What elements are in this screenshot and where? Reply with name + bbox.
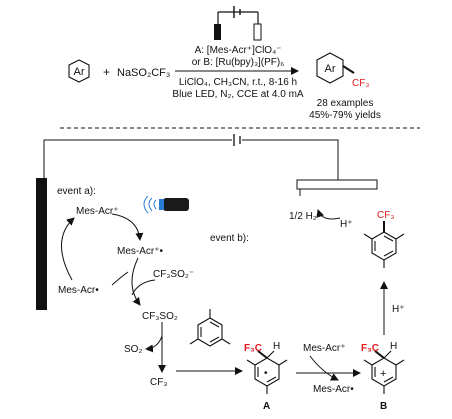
product-ar-label: Ar [325, 63, 336, 75]
h-plus-release: H⁺ [392, 304, 405, 315]
condition-catalyst-a: A: [Mes-Acr⁺]ClO₄⁻ [195, 45, 282, 56]
mes-acr-plus-excited: Mes-Acr⁺• [117, 246, 164, 257]
so2-byproduct: SO₂ [124, 344, 142, 355]
intermediate-b-f3c: F₃C [361, 343, 379, 354]
proton-reduction-arrow [316, 209, 341, 220]
reactant-ar-label: Ar [74, 66, 85, 78]
reduction-arrow [111, 271, 129, 286]
examples-count: 28 examples [317, 98, 374, 109]
cathode-electrode [296, 179, 378, 196]
intermediate-b-h: H [390, 341, 397, 352]
intermediate-b-label: B [380, 401, 387, 412]
excitation-arrow [111, 213, 144, 241]
oxidant-curved-arrow [309, 355, 339, 381]
plus-sign: + [103, 65, 110, 79]
intermediate-a [246, 350, 288, 394]
condition-catalyst-b: or B: [Ru(bpy)₃](PF)₆ [192, 57, 285, 68]
circuit-wires [43, 134, 339, 180]
anode-electrode [36, 178, 47, 310]
condition-electrolysis: Blue LED, N₂, CCE at 4.0 mA [172, 89, 303, 100]
battery-icon [214, 6, 262, 41]
hydrogen-evolution: 1/2 H₂ [289, 211, 317, 222]
set-arrow [131, 257, 141, 306]
reagent-nasocf3: NaSO₂CF₃ [117, 67, 170, 79]
product-arene: Ar CF₃ [316, 52, 369, 89]
intermediate-a-h: H [273, 341, 280, 352]
event-a-label: event a): [57, 186, 96, 197]
final-product [363, 221, 405, 268]
cf3-radical: CF₃ [150, 377, 167, 388]
intermediate-b-cation: + [380, 368, 386, 380]
reactant-arene: Ar [68, 59, 90, 83]
mes-acr-plus-oxidant: Mes-Acr⁺ [303, 343, 346, 354]
event-b-label: event b): [210, 233, 249, 244]
intermediate-a-f3c: F₃C [244, 343, 262, 354]
mesitylene [189, 309, 231, 347]
so2-release-arrow [145, 335, 163, 353]
mes-acr-reduced: Mes-Acr• [313, 384, 354, 395]
intermediate-a-label: A [263, 401, 270, 412]
triflinate-anion: CF₃SO₂⁻ [153, 269, 194, 280]
mes-acr-plus: Mes-Acr⁺ [76, 206, 119, 217]
product-cf3-label: CF₃ [352, 78, 369, 89]
led-light-icon [143, 195, 189, 214]
condition-additives: LiClO₄, CH₃CN, r.t., 8-16 h [179, 77, 297, 88]
anode-oxidation-arrow [61, 217, 75, 281]
mes-acr-radical: Mes-Acr• [58, 285, 99, 296]
final-cf3-label: CF₃ [377, 210, 394, 221]
intermediate-b [363, 350, 405, 394]
triflinate-feed-arrow [131, 279, 156, 296]
triflyl-radical: CF₃SO₂ [142, 311, 178, 322]
yield-range: 45%-79% yields [309, 110, 381, 121]
intermediate-a-radical-dot: • [264, 368, 268, 379]
h-plus-cathode: H⁺ [340, 219, 353, 230]
